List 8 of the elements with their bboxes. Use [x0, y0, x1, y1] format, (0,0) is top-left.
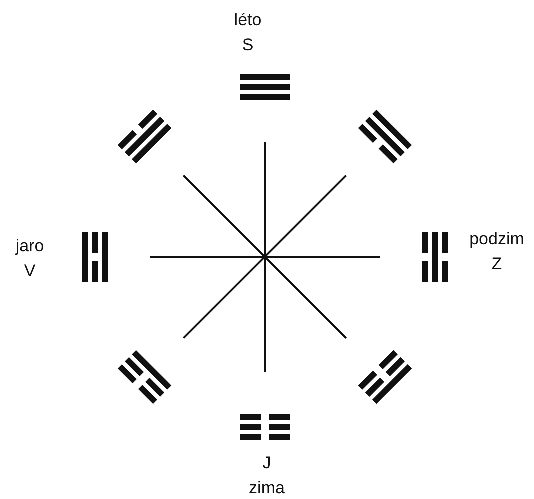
season-label: podzim — [470, 230, 524, 248]
season-label: léto — [234, 12, 262, 28]
season-label: zima — [249, 480, 285, 496]
direction-label: V — [24, 262, 36, 280]
direction-label: S — [242, 36, 254, 54]
direction-label: J — [262, 454, 272, 472]
season-label: jaro — [16, 238, 44, 254]
direction-label: Z — [492, 256, 502, 272]
